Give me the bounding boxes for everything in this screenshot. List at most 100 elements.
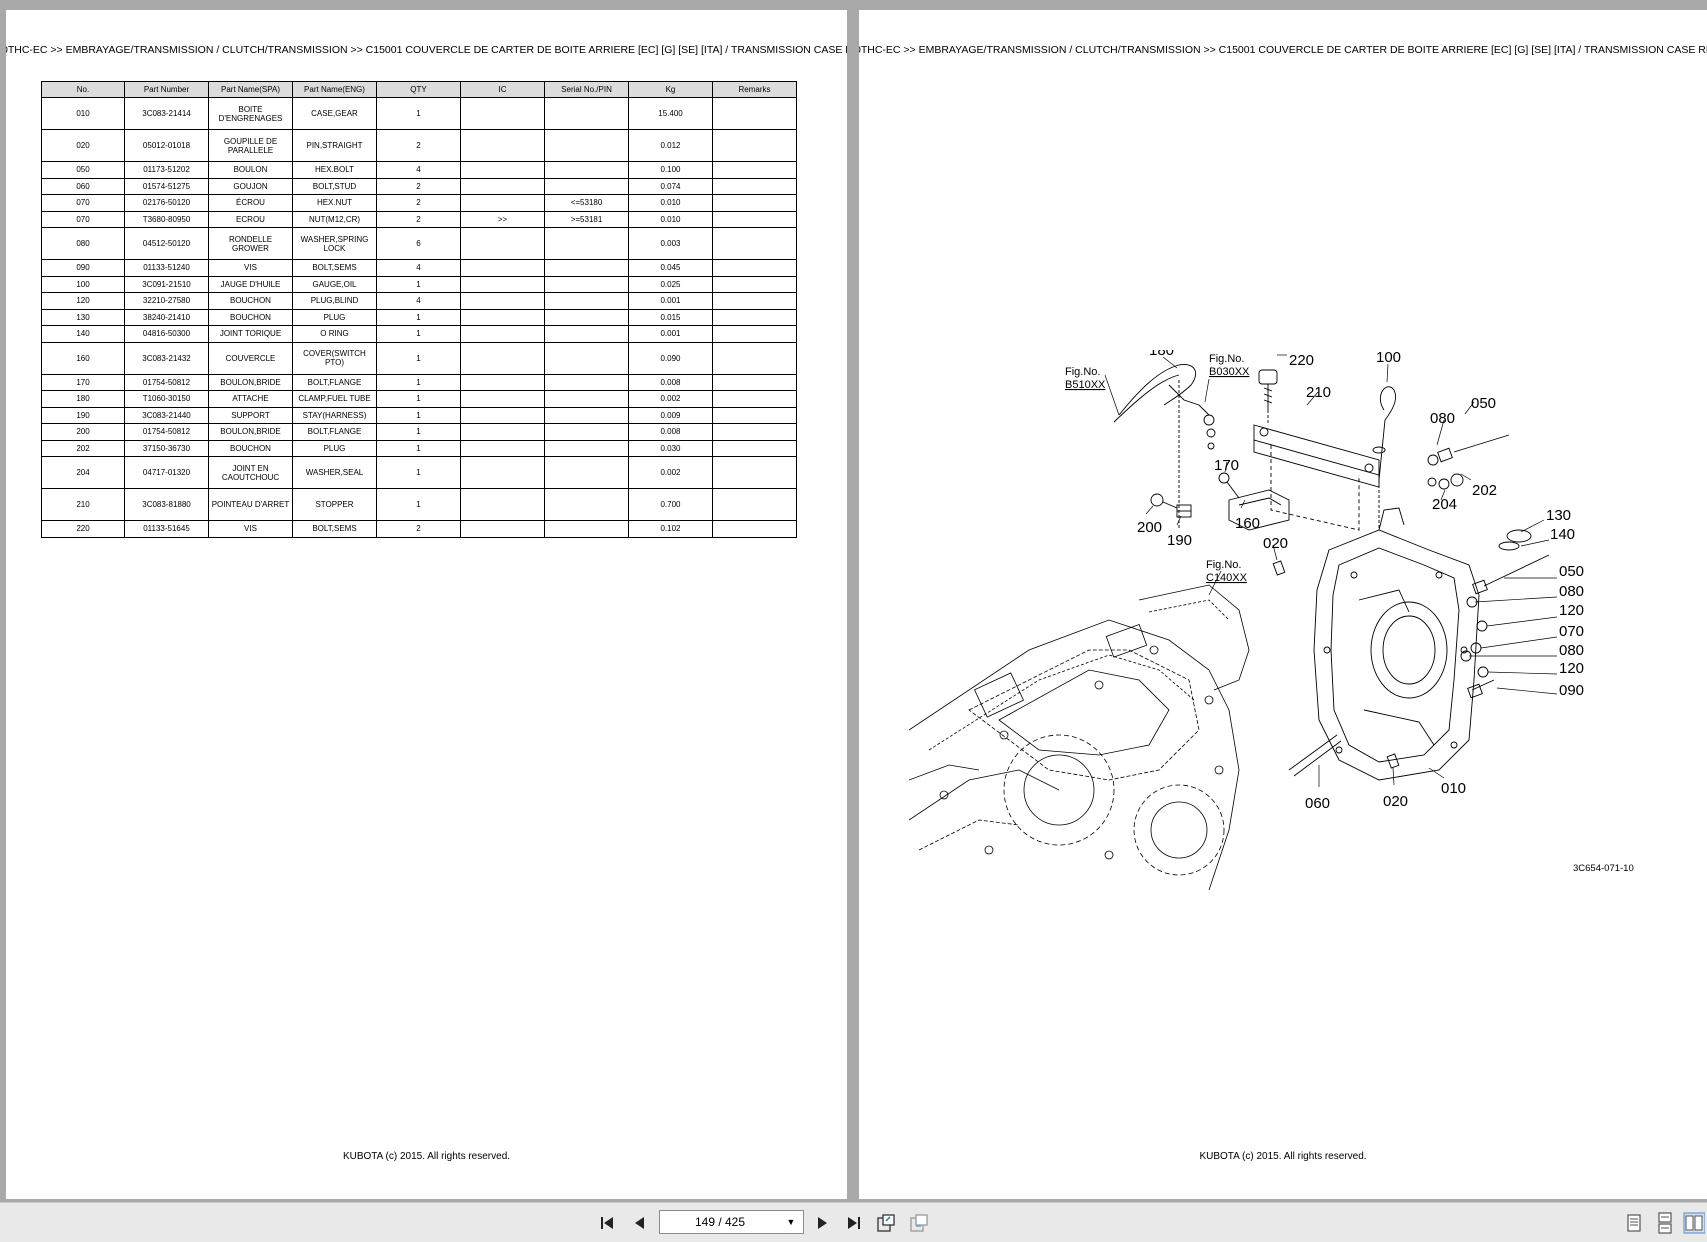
- parts-table: No. Part Number Part Name(SPA) Part Name…: [41, 81, 797, 538]
- cell-part-name-eng: BOLT,SEMS: [292, 520, 377, 538]
- cell-part-name-spa: POINTEAU D'ARRET: [208, 488, 293, 521]
- viewer-toolbar: ▼: [0, 1202, 1707, 1242]
- cell-remarks: [712, 292, 797, 310]
- next-page-icon[interactable]: [811, 1212, 833, 1234]
- cell-no: 204: [41, 456, 125, 489]
- cell-kg: 0.010: [628, 194, 713, 212]
- cell-part-name-eng: STAY(HARNESS): [292, 406, 377, 424]
- cell-part-name-spa: ECROU: [208, 210, 293, 228]
- column-header-part-name-eng: Part Name(ENG): [292, 81, 377, 98]
- cell-ic: [460, 325, 545, 343]
- cell-ic: [460, 259, 545, 277]
- callout-204: 204: [1432, 496, 1457, 513]
- cell-part-name-spa: JOINT TORIQUE: [208, 325, 293, 343]
- chevron-down-icon[interactable]: ▼: [786, 1217, 796, 1227]
- cell-part-name-spa: ÉCROU: [208, 194, 293, 212]
- cell-no: 140: [41, 325, 125, 343]
- cell-kg: 15.400: [628, 97, 713, 130]
- cell-qty: 4: [376, 259, 461, 277]
- callout-010: 010: [1441, 780, 1466, 797]
- single-page-view-icon[interactable]: [1623, 1212, 1645, 1234]
- fig-ref-c140xx-line1[interactable]: Fig.No.: [1206, 559, 1241, 571]
- cell-serial: [544, 308, 629, 326]
- cell-part-name-spa: JOINT EN CAOUTCHOUC: [208, 456, 293, 489]
- cell-part-name-spa: BOUCHON: [208, 308, 293, 326]
- cell-kg: 0.030: [628, 439, 713, 457]
- bolt-220-drawing: [1258, 369, 1278, 425]
- column-header-no: No.: [41, 81, 125, 98]
- cell-ic: [460, 177, 545, 195]
- cell-kg: 0.012: [628, 129, 713, 162]
- fit-width-icon[interactable]: [908, 1212, 930, 1234]
- cell-ic: [460, 439, 545, 457]
- last-page-icon[interactable]: [842, 1212, 864, 1234]
- cell-ic: [460, 456, 545, 489]
- cell-ic: >>: [460, 210, 545, 228]
- fig-ref-b030xx-line2[interactable]: B030XX: [1209, 366, 1250, 378]
- cell-serial: [544, 292, 629, 310]
- cell-serial: [544, 177, 629, 195]
- cell-part-name-eng: STOPPER: [292, 488, 377, 521]
- page-header: 0THC-EC >> EMBRAYAGE/TRANSMISSION / CLUT…: [6, 44, 847, 56]
- cell-qty: 1: [376, 488, 461, 521]
- cell-part-name-spa: VIS: [208, 259, 293, 277]
- continuous-view-icon[interactable]: [1654, 1212, 1676, 1234]
- first-page-icon[interactable]: [597, 1212, 619, 1234]
- cell-serial: [544, 456, 629, 489]
- cell-remarks: [712, 325, 797, 343]
- cell-serial: [544, 227, 629, 260]
- fig-ref-b030xx-line1[interactable]: Fig.No.: [1209, 353, 1244, 365]
- cell-part-name-eng: COVER(SWITCH PTO): [292, 341, 377, 375]
- cell-part-number: 01754-50812: [124, 373, 209, 391]
- cell-part-number: 01133-51645: [124, 520, 209, 538]
- cell-part-name-eng: PLUG: [292, 439, 377, 457]
- cell-qty: 2: [376, 129, 461, 162]
- leader-lines: [1104, 354, 1558, 787]
- cell-part-number: 32210-27580: [124, 292, 209, 310]
- cell-remarks: [712, 456, 797, 489]
- fit-page-icon[interactable]: [875, 1212, 897, 1234]
- cell-no: 010: [41, 97, 125, 130]
- page-number-input[interactable]: [660, 1211, 780, 1233]
- cell-part-number: 3C083-21432: [124, 341, 209, 375]
- table-header-row: No. Part Number Part Name(SPA) Part Name…: [41, 81, 797, 98]
- cell-part-name-eng: GAUGE,OIL: [292, 275, 377, 293]
- cell-part-number: 04512-50120: [124, 227, 209, 260]
- cell-part-number: T1060-30150: [124, 390, 209, 408]
- fig-ref-c140xx-line2[interactable]: C140XX: [1206, 572, 1248, 584]
- callout-050-top: 050: [1471, 395, 1496, 412]
- fasteners-drawing: [1272, 434, 1550, 777]
- callout-170: 170: [1214, 457, 1239, 474]
- cell-kg: 0.010: [628, 210, 713, 228]
- two-page-view-icon[interactable]: [1683, 1212, 1706, 1234]
- cell-serial: [544, 373, 629, 391]
- previous-page-icon[interactable]: [629, 1212, 651, 1234]
- cell-part-number: 37150-36730: [124, 439, 209, 457]
- harness-clamp-drawing: [1113, 364, 1216, 530]
- cell-remarks: [712, 439, 797, 457]
- cell-qty: 4: [376, 292, 461, 310]
- fig-ref-b510xx-line2[interactable]: B510XX: [1065, 379, 1106, 391]
- cell-part-name-spa: VIS: [208, 520, 293, 538]
- cell-part-name-spa: BOITE D'ENGRENAGES: [208, 97, 293, 130]
- page-footer: KUBOTA (c) 2015. All rights reserved.: [1199, 1151, 1367, 1162]
- cell-serial: [544, 488, 629, 521]
- cell-qty: 1: [376, 390, 461, 408]
- figure-references: Fig.No. B510XX Fig.No. B030XX Fig.No. C1…: [1065, 353, 1250, 584]
- cell-ic: [460, 227, 545, 260]
- cell-part-name-spa: ATTACHE: [208, 390, 293, 408]
- cell-part-number: 3C083-21440: [124, 406, 209, 424]
- fig-ref-b510xx-line1[interactable]: Fig.No.: [1065, 366, 1100, 378]
- page-number-field[interactable]: ▼: [659, 1210, 804, 1234]
- cell-kg: 0.025: [628, 275, 713, 293]
- cell-part-name-eng: BOLT,SEMS: [292, 259, 377, 277]
- cell-part-number: 01173-51202: [124, 161, 209, 179]
- cell-part-name-eng: NUT(M12,CR): [292, 210, 377, 228]
- cell-qty: 1: [376, 308, 461, 326]
